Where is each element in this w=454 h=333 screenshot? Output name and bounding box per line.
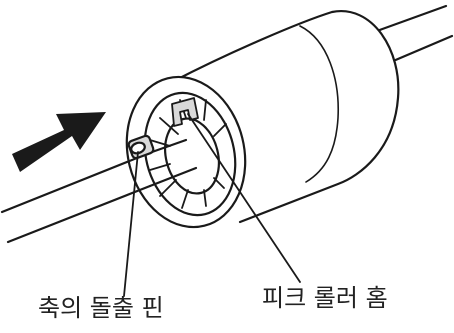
leader-line-pin: [123, 151, 139, 297]
label-roller-slot: 피크 롤러 홈: [262, 284, 388, 312]
leader-line-slot: [187, 113, 301, 283]
shaft-pin: [127, 134, 155, 160]
label-shaft-pin: 축의 돌출 핀: [38, 294, 164, 322]
roller-hub: [164, 117, 220, 195]
roller-spokes: [149, 99, 227, 209]
shaft-front: [0, 138, 198, 244]
arrow-right-icon: [12, 112, 106, 172]
